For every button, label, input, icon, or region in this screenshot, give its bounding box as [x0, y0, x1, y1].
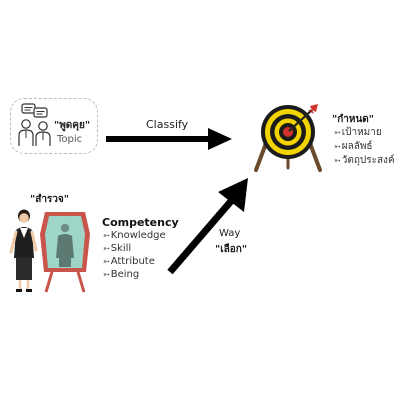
competency-item: ➳Being [103, 269, 139, 280]
way-select-label: "เลือก" [215, 244, 248, 255]
dart-arrow-icon: ➳ [334, 156, 341, 165]
classify-label: Classify [146, 118, 189, 131]
goal-item: ➳เป้าหมาย [334, 125, 382, 140]
dart-arrow-icon: ➳ [103, 257, 110, 266]
dart-arrow-icon: ➳ [103, 231, 110, 240]
goal-item: ➳วัตถุประสงค์ [334, 153, 395, 168]
topic-subtitle: Topic [57, 134, 83, 145]
goal-title: "กำหนด" [332, 114, 375, 125]
goal-item: ➳ผลลัพธ์ [334, 139, 373, 154]
dartboard-target-icon [254, 104, 322, 172]
competency-item: ➳Attribute [103, 256, 155, 267]
woman-mirror-illustration [9, 209, 90, 293]
goal-item-label: เป้าหมาย [341, 127, 382, 138]
competency-title: Competency [102, 216, 179, 229]
dart-arrow-icon: ➳ [334, 128, 341, 137]
topic-title: "พูดคุย" [54, 120, 91, 131]
way-arrow [167, 178, 248, 275]
way-label: Way [219, 228, 241, 239]
dart-arrow-icon: ➳ [334, 142, 341, 151]
competency-item: ➳Skill [103, 243, 131, 254]
goal-item-label: วัตถุประสงค์ [341, 155, 395, 166]
competency-item-label: Skill [110, 243, 132, 254]
survey-title: "สำรวจ" [30, 194, 69, 205]
dart-arrow-icon: ➳ [103, 270, 110, 279]
competency-item-label: Attribute [110, 256, 155, 267]
competency-item-label: Being [110, 269, 140, 280]
goal-item-label: ผลลัพธ์ [341, 141, 373, 152]
classify-arrow [106, 128, 232, 150]
dart-arrow-icon: ➳ [103, 244, 110, 253]
discussion-people-icon [18, 103, 51, 146]
competency-item-label: Knowledge [110, 230, 166, 241]
competency-item: ➳Knowledge [103, 230, 166, 241]
